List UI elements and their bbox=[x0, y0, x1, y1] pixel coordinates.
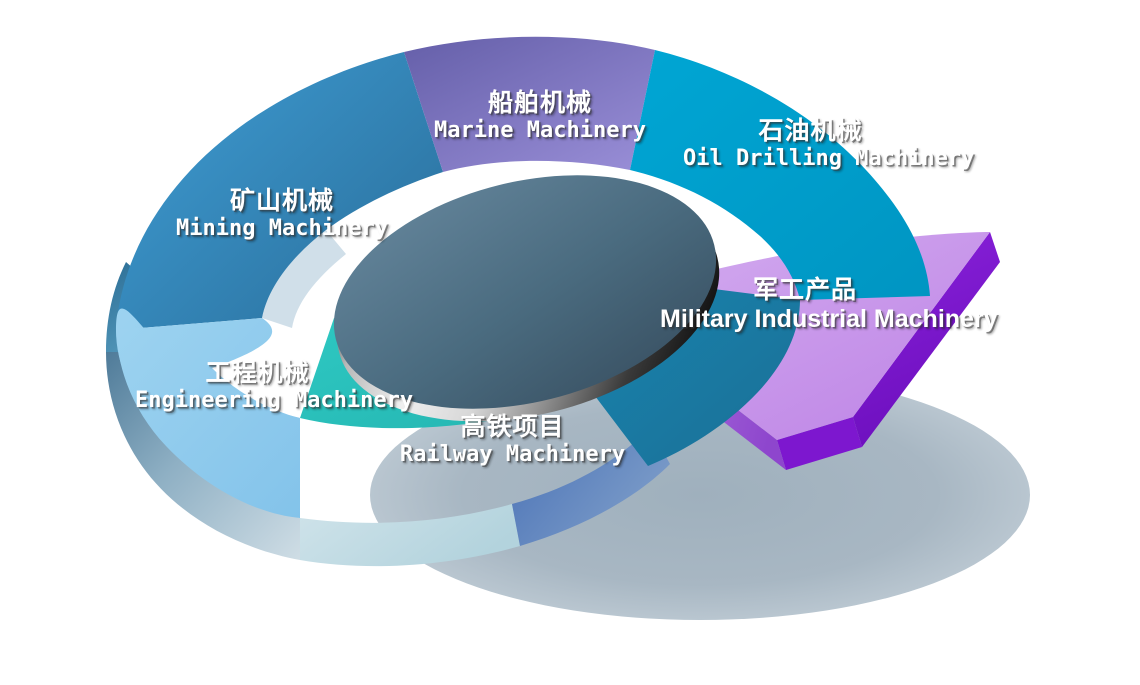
slice-unlabeled-face bbox=[592, 288, 800, 466]
donut-center-hole bbox=[333, 175, 720, 422]
slice-oil-face bbox=[630, 50, 930, 300]
donut-outer-side-walls bbox=[106, 262, 670, 567]
slice-engineering-face-main bbox=[116, 318, 300, 518]
slice-marine-face bbox=[404, 36, 655, 172]
slice-mining-face bbox=[116, 52, 443, 330]
